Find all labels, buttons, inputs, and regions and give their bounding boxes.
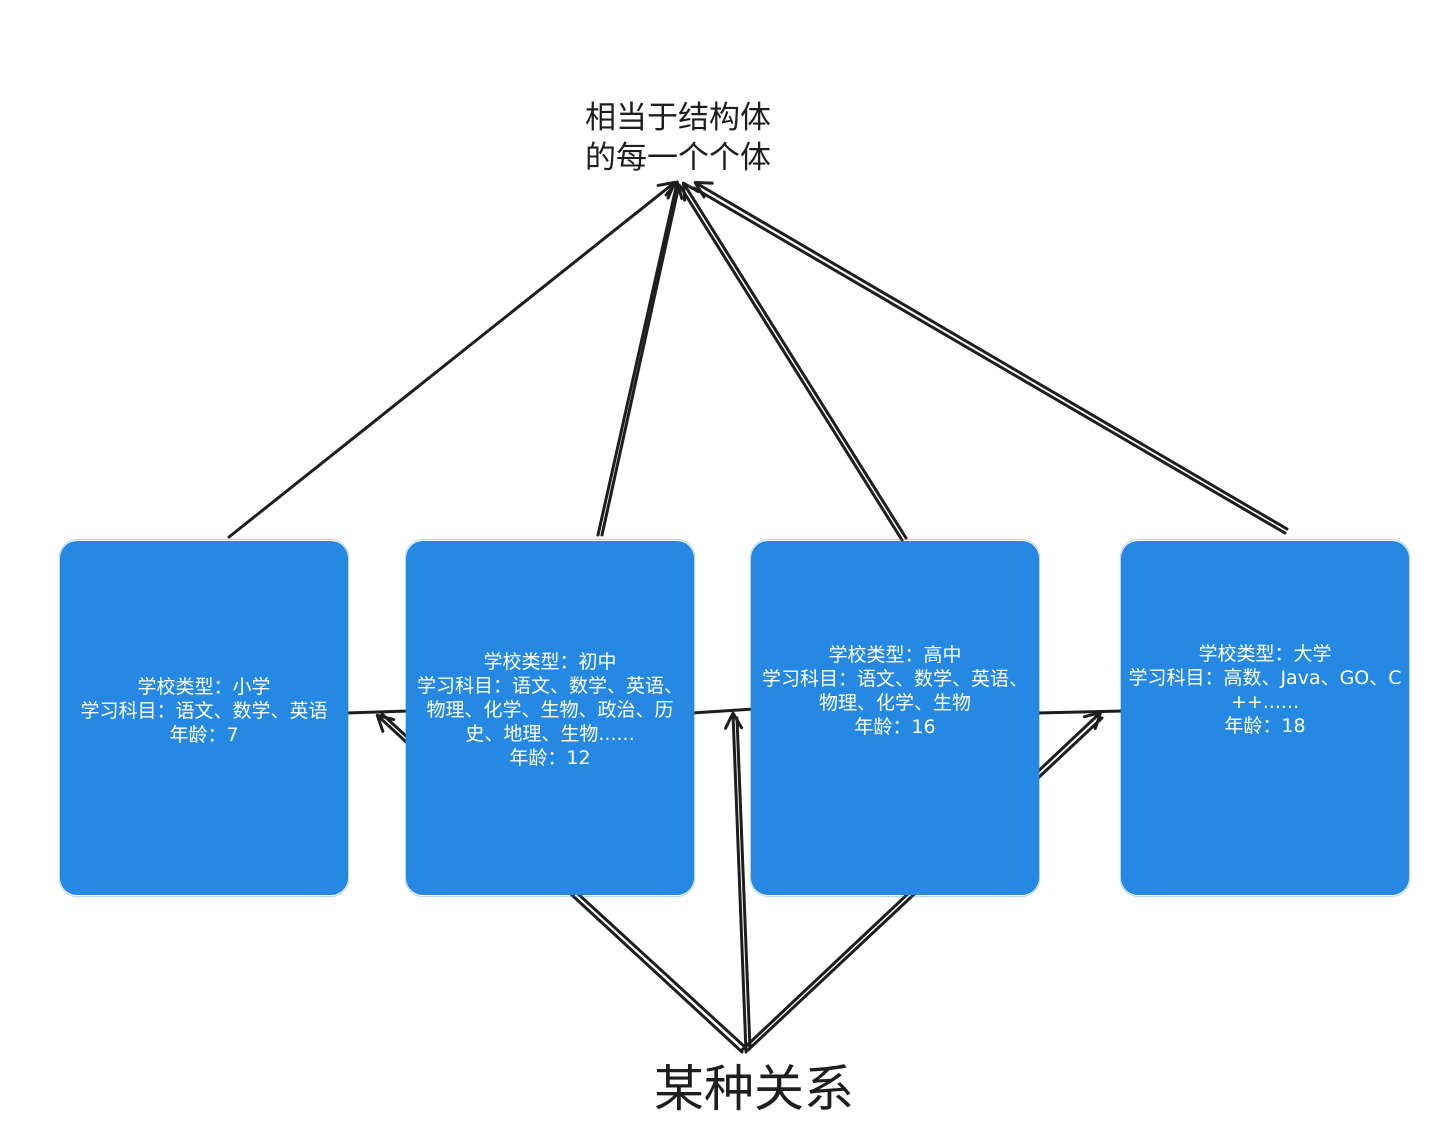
top-label-line2: 的每一个个体 [585,140,771,176]
card-subjects: 学习科目：语文、数学、英语 [80,700,328,722]
arrow-card1-to-top [227,180,677,539]
card-age: 年龄：16 [854,716,936,738]
card-text: 学校类型：小学 学习科目：语文、数学、英语 年龄：7 [61,675,347,761]
arrow-bottom-to-link2 [724,711,752,1054]
top-label-line1: 相当于结构体 [585,100,771,136]
card-primary-school[interactable]: 学校类型：小学 学习科目：语文、数学、英语 年龄：7 [59,539,349,897]
card-school-type: 学校类型：大学 [1198,643,1332,665]
card-age: 年龄：12 [509,747,591,769]
arrow-card3-to-top [678,181,908,542]
card-subjects: 学习科目：高数、Java、GO、C++...... [1128,667,1402,713]
bottom-label: 某种关系 [654,1060,854,1118]
card-high-school[interactable]: 学校类型：高中 学习科目：语文、数学、英语、物理、化学、生物 年龄：16 [750,539,1040,897]
card-school-type: 学校类型：小学 [137,676,271,698]
arrow-card2-to-top [596,180,684,537]
card-subjects: 学习科目：语文、数学、英语、物理、化学、生物 [761,668,1028,714]
card-age: 年龄：18 [1224,715,1306,737]
link-card2-card3 [690,707,756,715]
arrow-card4-to-top [692,180,1289,535]
card-age: 年龄：7 [169,724,239,746]
card-university[interactable]: 学校类型：大学 学习科目：高数、Java、GO、C++...... 年龄：18 [1120,539,1410,897]
card-school-type: 学校类型：高中 [828,644,962,666]
card-subjects: 学习科目：语文、数学、英语、物理、化学、生物、政治、历史、地理、生物...... [416,675,683,745]
card-text: 学校类型：高中 学习科目：语文、数学、英语、物理、化学、生物 年龄：16 [752,643,1038,793]
card-middle-school[interactable]: 学校类型：初中 学习科目：语文、数学、英语、物理、化学、生物、政治、历史、地理、… [405,539,695,897]
card-school-type: 学校类型：初中 [483,651,617,673]
card-text: 学校类型：大学 学习科目：高数、Java、GO、C++...... 年龄：18 [1122,642,1408,794]
link-card3-card4 [1035,709,1125,715]
card-text: 学校类型：初中 学习科目：语文、数学、英语、物理、化学、生物、政治、历史、地理、… [407,650,693,786]
top-label: 相当于结构体 的每一个个体 [528,98,828,178]
link-card1-card2 [344,709,411,715]
